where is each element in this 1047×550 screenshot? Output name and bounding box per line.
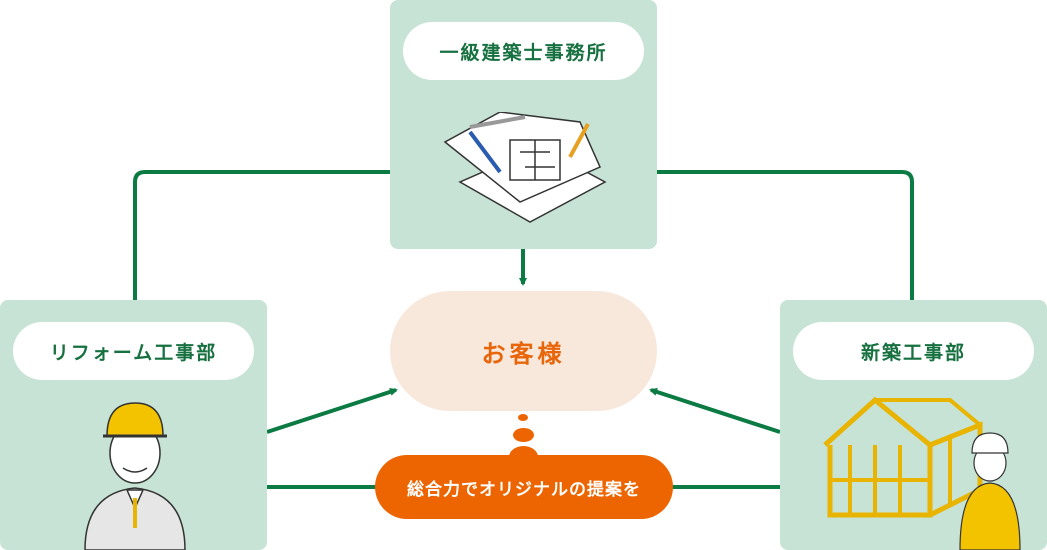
architect-box: 一級建築士事務所 [390, 0, 657, 249]
reform-box: リフォーム工事部 [0, 300, 267, 550]
house-frame-icon [823, 396, 1021, 550]
customer-node: お客様 [390, 291, 657, 411]
newbuild-label: 新築工事部 [793, 322, 1034, 380]
arrow-reform-customer [266, 388, 398, 434]
thought-dot-medium [513, 428, 534, 442]
blueprint-icon [443, 112, 607, 223]
thought-dot-small [518, 414, 528, 421]
proposal-node: 総合力でオリジナルの提案を [375, 455, 673, 519]
architect-label: 一級建築士事務所 [403, 22, 644, 80]
line-architect-reform [133, 170, 390, 300]
reform-label: リフォーム工事部 [13, 322, 254, 380]
line-architect-newbuild [657, 170, 914, 300]
worker-icon [84, 402, 186, 550]
newbuild-box: 新築工事部 [780, 300, 1047, 550]
arrow-newbuild-customer [649, 388, 781, 434]
